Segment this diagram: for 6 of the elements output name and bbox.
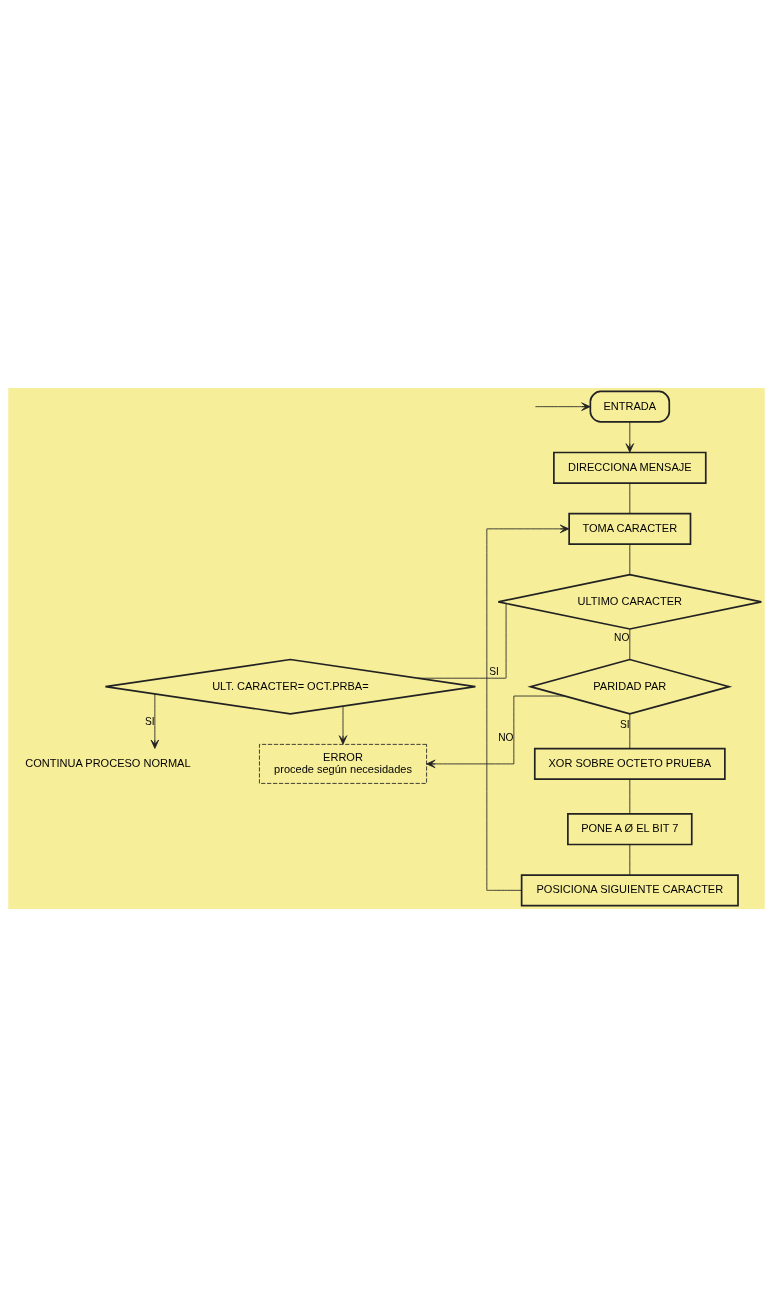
edge-label: NO	[498, 732, 514, 744]
edge-label: SI	[489, 666, 499, 678]
edge-label: SI	[619, 719, 630, 731]
edge-label: NO	[614, 632, 630, 644]
node-text: CONTINUA PROCESO NORMAL	[25, 756, 191, 769]
edge-label: SI	[144, 716, 155, 728]
